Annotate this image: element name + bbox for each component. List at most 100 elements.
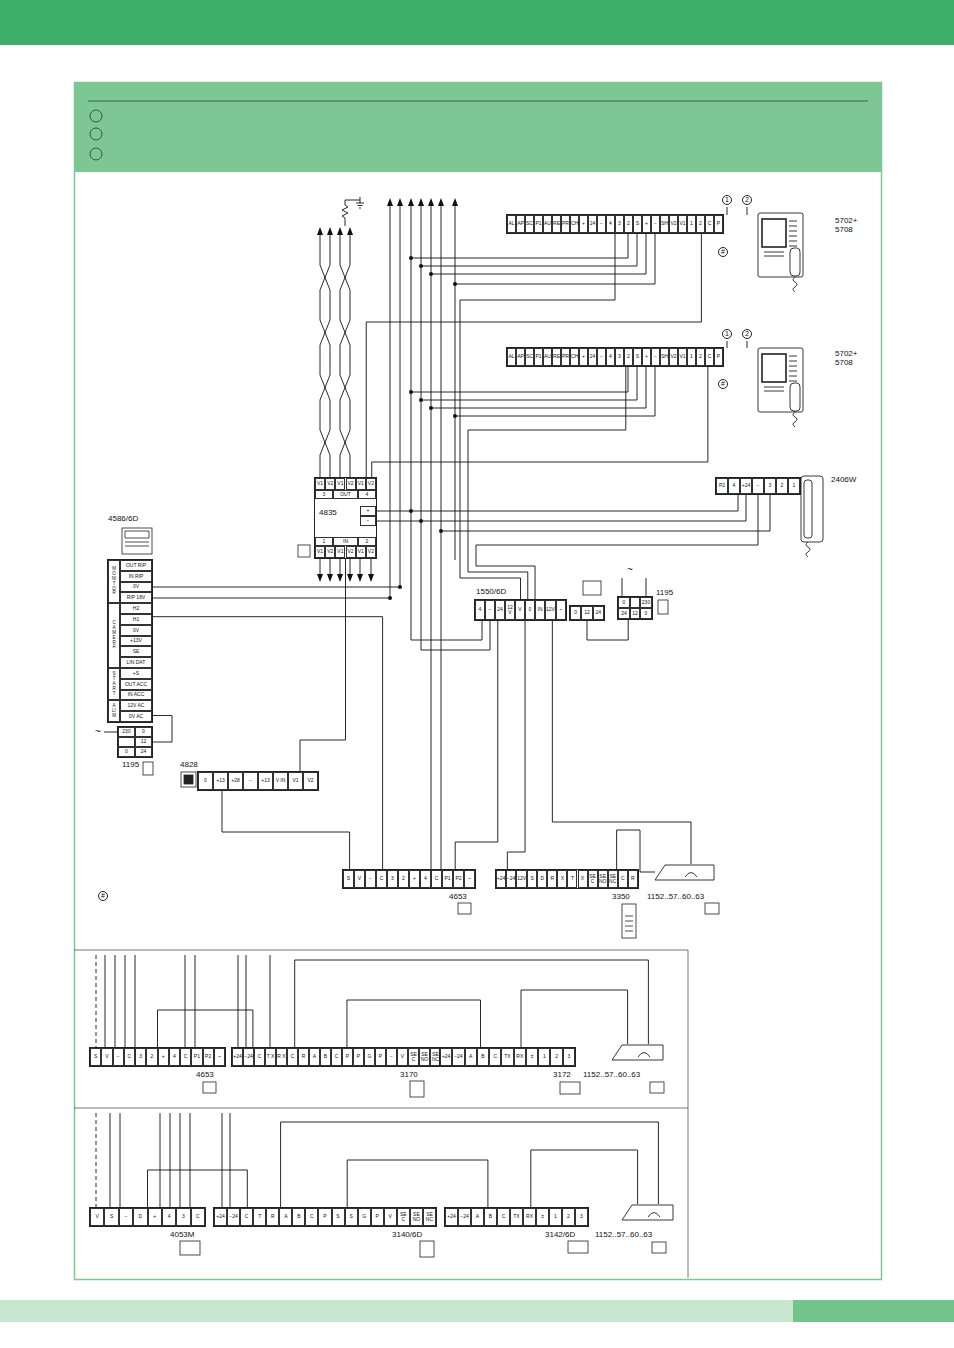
lock-symbol: 1152..57..60..63 bbox=[612, 1044, 664, 1060]
pin-label: SE C bbox=[409, 1052, 418, 1063]
terminal-cell: 4 bbox=[475, 600, 485, 620]
wire bbox=[372, 366, 708, 478]
junction-dot bbox=[429, 272, 433, 276]
terminal-cell: V2 bbox=[366, 478, 376, 490]
pin-label: V1 bbox=[317, 549, 323, 554]
terminal-cell: OUT RIP bbox=[120, 560, 152, 571]
terminal-cell: D bbox=[537, 870, 547, 888]
handset-cord bbox=[793, 412, 797, 427]
pin-label: S bbox=[91, 1054, 100, 1059]
pin-label: V1 bbox=[289, 778, 302, 783]
pin-label: −24 bbox=[453, 1054, 463, 1059]
pin-label: + bbox=[580, 354, 587, 359]
terminal-cell: SE NO bbox=[410, 1208, 423, 1226]
terminal-cell: + bbox=[158, 1048, 169, 1066]
terminal-cell: START bbox=[108, 668, 120, 700]
pin-label: 1 bbox=[539, 1054, 549, 1059]
pin-label: A bbox=[466, 1054, 476, 1059]
device-label: 4828 bbox=[180, 760, 198, 769]
pin-label: C bbox=[490, 1054, 500, 1059]
pin-label: 2 bbox=[563, 1214, 574, 1219]
terminal-cell: + bbox=[579, 348, 588, 366]
wire bbox=[476, 494, 758, 600]
terminal-cell: + bbox=[148, 1208, 162, 1226]
pin-label: P bbox=[376, 1054, 385, 1059]
terminal-cell: P bbox=[342, 1048, 353, 1066]
lock-outline bbox=[655, 864, 715, 880]
pin-label: + bbox=[159, 1054, 168, 1059]
pin-label: C bbox=[432, 876, 441, 881]
terminal-cell: 3 bbox=[764, 478, 776, 494]
terminal-strip: +24−24ABCTXRX±1233172 bbox=[440, 1048, 575, 1066]
terminal-cell: 4 bbox=[728, 478, 740, 494]
handset bbox=[804, 480, 812, 538]
terminal-cell: OUT ACC bbox=[120, 679, 152, 690]
terminal-cell: R bbox=[298, 1048, 309, 1066]
pin-label: 12 bbox=[632, 611, 638, 616]
terminal-cell: +13 bbox=[258, 772, 273, 790]
device-icon bbox=[420, 1241, 434, 1257]
terminal-cell: ± bbox=[536, 1208, 549, 1226]
pin-label: PR bbox=[562, 221, 569, 226]
pin-label: T bbox=[254, 1214, 265, 1219]
panel bbox=[75, 83, 882, 1280]
terminal-cell: 2 bbox=[398, 870, 409, 888]
wire bbox=[148, 1170, 248, 1208]
pin-label: B bbox=[293, 1214, 304, 1219]
pin-label: B bbox=[485, 1214, 496, 1219]
terminal-cell: C bbox=[376, 870, 387, 888]
pin-label: RE bbox=[553, 221, 560, 226]
terminal-cell: 0 bbox=[198, 772, 213, 790]
pin-label: + bbox=[643, 221, 650, 226]
pin-label: +24 bbox=[446, 1214, 457, 1219]
terminal-cell: +24 bbox=[232, 1048, 243, 1066]
pin-label: P1 bbox=[192, 1054, 201, 1059]
wire bbox=[521, 990, 628, 1048]
callout-number: 2 bbox=[742, 195, 752, 205]
pin-label: P bbox=[715, 221, 722, 226]
terminal-cell: P2 bbox=[716, 478, 728, 494]
terminal-strip: P24+24−3212406W bbox=[716, 478, 800, 494]
terminal-cell: 4 bbox=[358, 490, 376, 499]
device-icon bbox=[560, 1082, 580, 1094]
terminal-cell: V1 bbox=[315, 546, 325, 558]
pin-label: T X bbox=[266, 1054, 275, 1059]
pin-label: IN bbox=[536, 607, 544, 612]
terminal-cell: V1 bbox=[678, 348, 687, 366]
arrowheads bbox=[317, 198, 458, 600]
terminal-cell: 3 bbox=[315, 490, 333, 499]
terminal-cell: H1 bbox=[120, 614, 152, 625]
pin-label: 4 bbox=[729, 483, 739, 488]
pin-label: 1 bbox=[688, 354, 695, 359]
pin-label: +24 bbox=[741, 483, 751, 488]
terminal-cell: RE bbox=[552, 215, 561, 233]
pin-label: A bbox=[310, 1054, 319, 1059]
terminal-cell: + bbox=[579, 215, 588, 233]
junction-dot bbox=[409, 256, 413, 260]
terminal-strip: 0+13+28−+13V INV1V24828 bbox=[198, 772, 318, 790]
terminal-cell: C bbox=[331, 1048, 342, 1066]
pin-label: P bbox=[715, 354, 722, 359]
terminal-cell: −24 bbox=[506, 870, 516, 888]
transformer-terminals: 2300120241195 bbox=[118, 727, 152, 757]
group-label: ALIM bbox=[112, 704, 117, 719]
terminal-cell: V IN bbox=[273, 772, 288, 790]
pin-label: H1 bbox=[133, 617, 139, 622]
interphone bbox=[801, 476, 823, 557]
pin-label: P2 bbox=[454, 876, 463, 881]
terminal-cell: LIN DAT bbox=[120, 657, 152, 668]
pin-label: 3 bbox=[323, 492, 326, 497]
terminal-cell: +24 bbox=[496, 870, 506, 888]
terminal-cell: 3 bbox=[575, 1208, 588, 1226]
pin-label: P2 bbox=[204, 1054, 213, 1059]
terminal-cell: X bbox=[578, 870, 588, 888]
pin-label: 0 bbox=[199, 778, 212, 783]
terminal-cell: 24 bbox=[593, 606, 604, 620]
device-icons bbox=[122, 528, 719, 1257]
pin-label: V2 bbox=[368, 549, 374, 554]
terminal-cell: V bbox=[90, 1208, 104, 1226]
subpanel-frame bbox=[74, 950, 688, 1278]
terminal-cell: ALIM bbox=[108, 700, 120, 722]
pin-label: RX bbox=[515, 1054, 525, 1059]
terminal-strip: 4−2412 VV0IN12V~1550/6D bbox=[475, 600, 566, 620]
